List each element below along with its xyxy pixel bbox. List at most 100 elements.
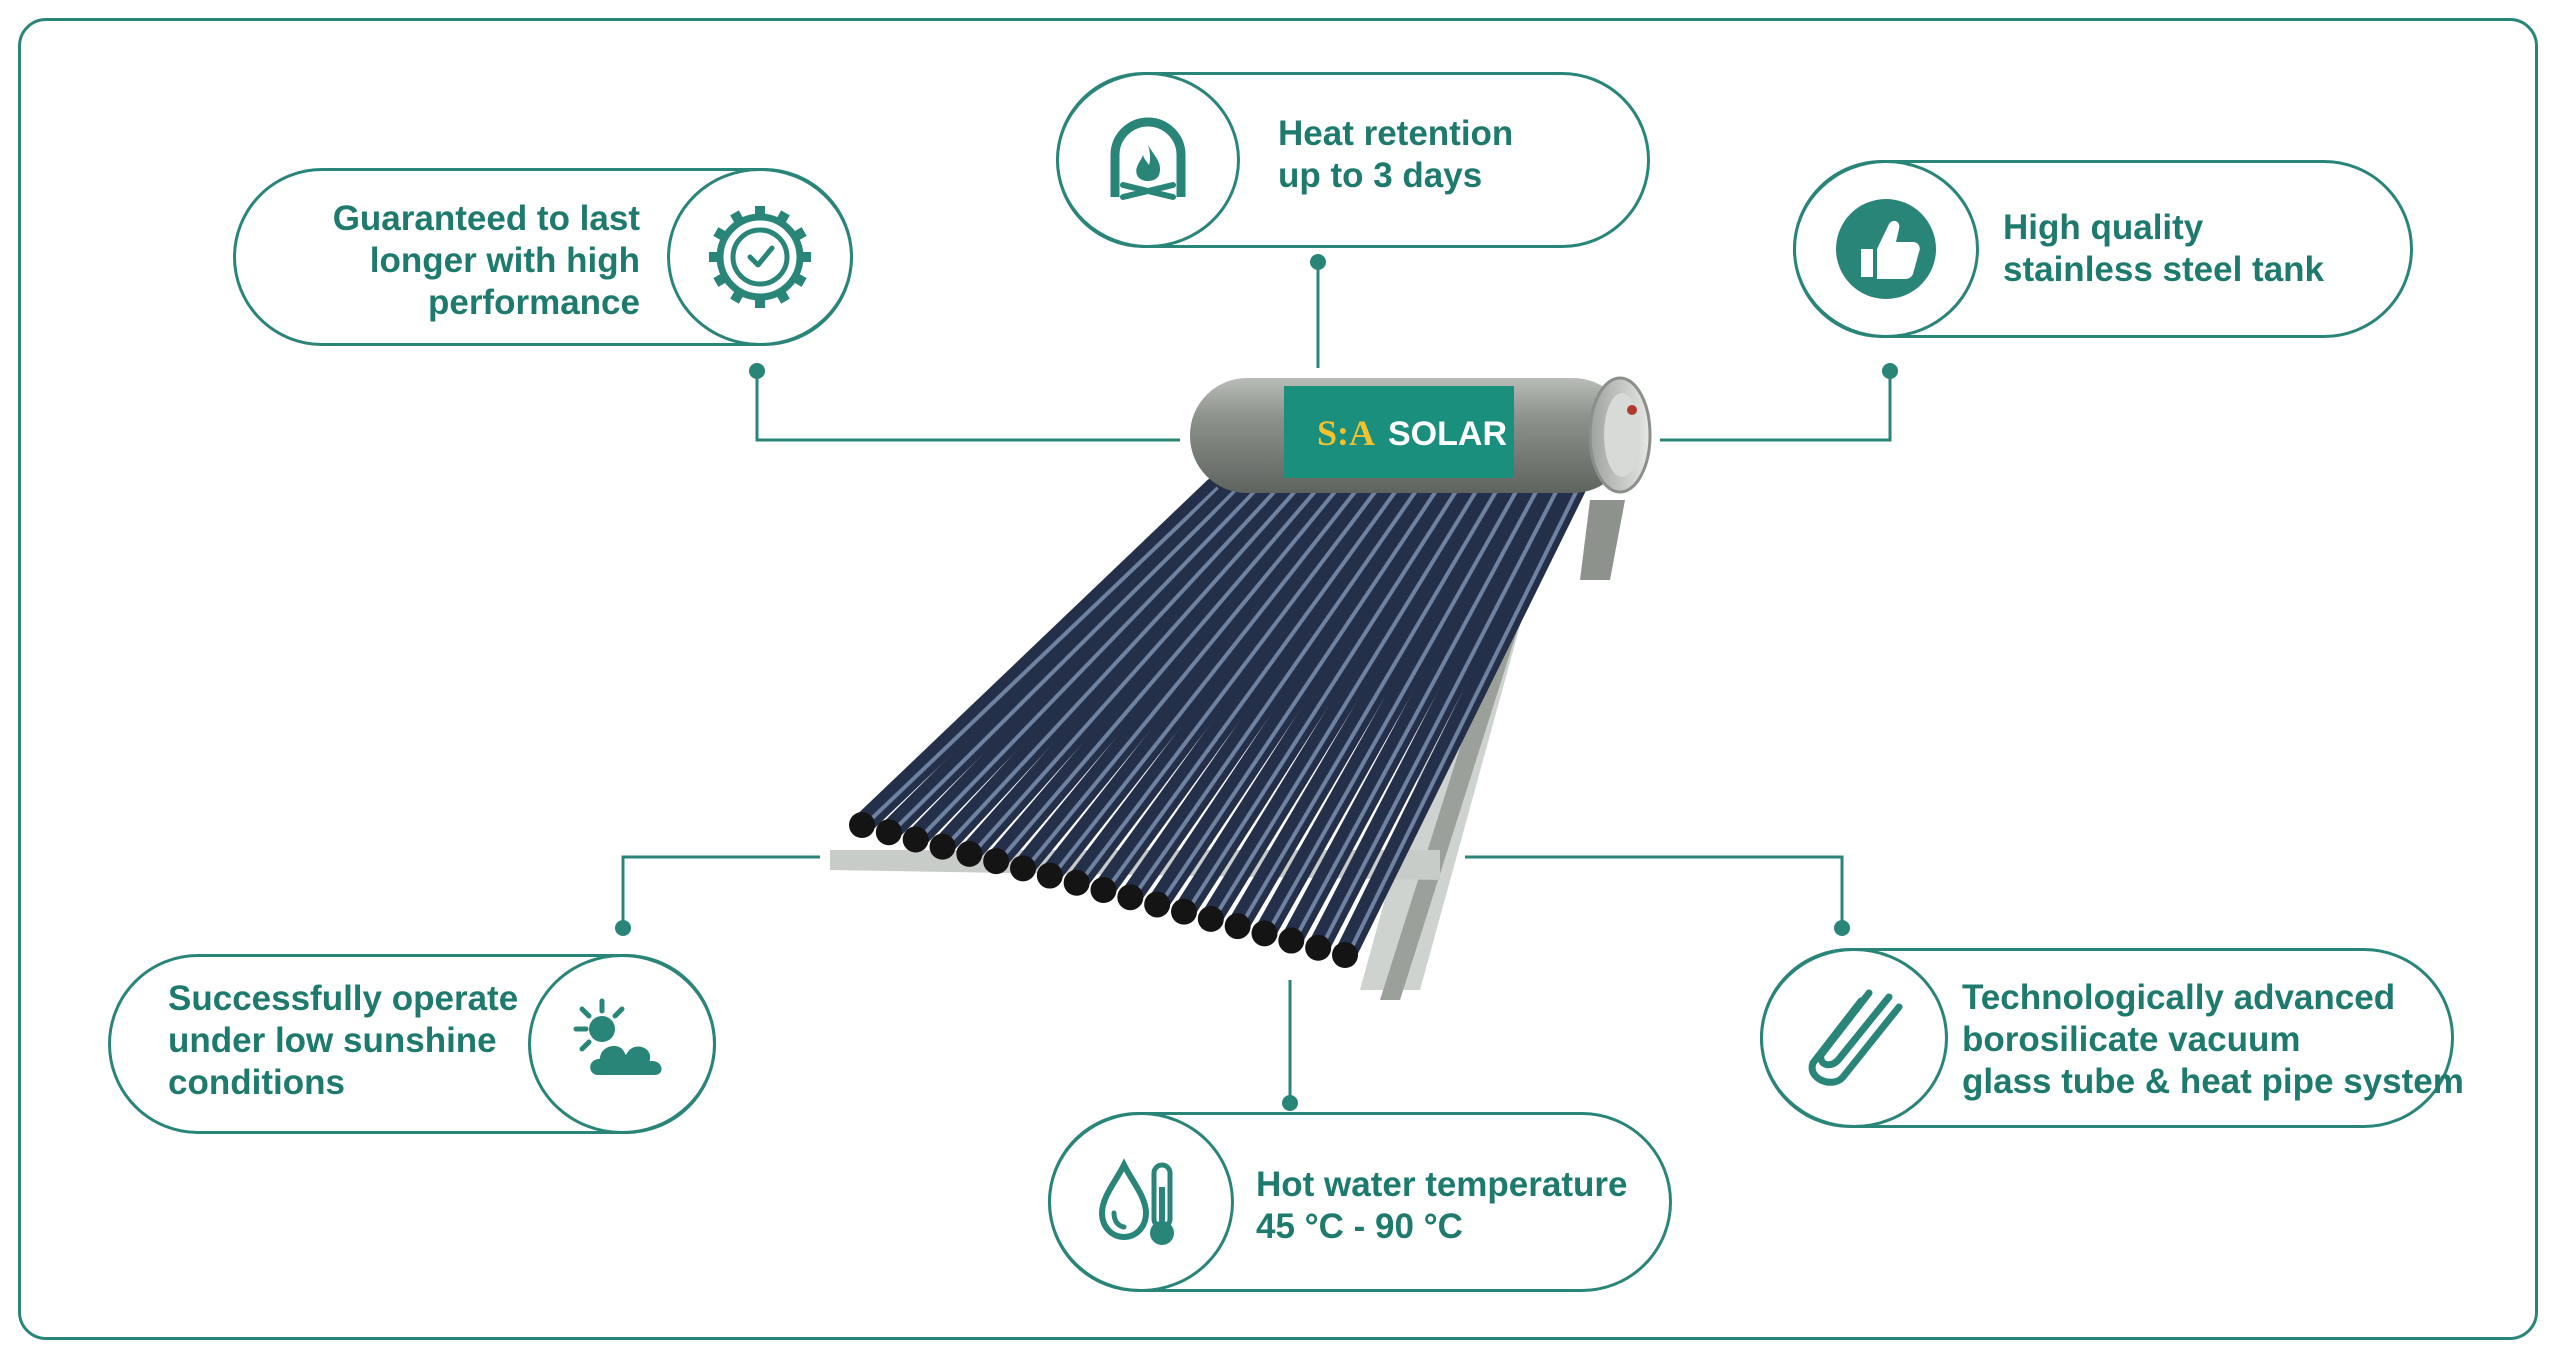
feature-tube-badge	[1760, 948, 1948, 1128]
gear-tooth	[791, 227, 807, 242]
vacuum-tube	[1092, 477, 1406, 901]
sun-cloud-icon	[573, 998, 666, 1079]
vacuum-tube-highlight	[1238, 486, 1500, 928]
feature-durability-text: Guaranteed to last longer with high perf…	[332, 199, 640, 322]
feature-temperature-badge	[1048, 1112, 1234, 1292]
vacuum-tube-highlight	[1131, 486, 1420, 899]
tube-end-cap	[1251, 920, 1278, 947]
solar-water-heater: S:A SOLAR	[830, 376, 1652, 1000]
gear-tooth	[730, 288, 745, 304]
vacuum-tube-highlight	[917, 486, 1260, 841]
gear-tooth	[799, 252, 811, 262]
flame-arch-icon	[1110, 117, 1186, 200]
vacuum-tube-highlight	[1185, 486, 1460, 913]
connector-tank	[1660, 371, 1892, 442]
vacuum-tube-highlight	[1292, 487, 1540, 942]
vacuum-tube-highlight	[1024, 486, 1340, 870]
vacuum-tube	[1253, 477, 1526, 945]
brand-panel	[1284, 386, 1514, 478]
tube-end-cap	[1063, 869, 1090, 896]
tube-end-cap	[849, 812, 875, 838]
vacuum-tube	[904, 477, 1266, 851]
feature-temperature-text: Hot water temperature 45 °C - 90 °C	[1256, 1165, 1628, 1246]
vacuum-tube	[931, 477, 1286, 858]
feature-durability-badge	[667, 168, 853, 346]
feature-low-sunshine-text: Successfully operate under low sunshine …	[168, 979, 519, 1102]
tube-end-cap	[1305, 934, 1332, 961]
vacuum-tube	[1038, 477, 1366, 887]
connector-dots	[615, 254, 1898, 1111]
vacuum-tube	[1199, 477, 1486, 930]
feature-tube-text: Technologically advanced borosilicate va…	[1962, 978, 2464, 1101]
tube-end-cap	[1332, 942, 1358, 968]
vacuum-tube	[1280, 477, 1546, 952]
gear-tooth	[791, 272, 807, 287]
vacuum-tube	[851, 477, 1226, 836]
gear-tooth	[755, 206, 765, 218]
vacuum-tube-highlight	[1319, 487, 1560, 949]
vacuum-tube	[1012, 477, 1346, 880]
connector-durability	[755, 371, 1180, 442]
outer-frame	[18, 18, 2538, 1340]
tube-end-cap	[902, 826, 929, 853]
connector-low-sunshine	[621, 855, 820, 928]
tube-end-cap	[1117, 884, 1144, 911]
feature-heat-retention-text: Heat retention up to 3 days	[1278, 114, 1514, 195]
thermometer-drop-icon	[1098, 1158, 1174, 1245]
vacuum-tube-highlight	[1158, 486, 1440, 906]
vacuum-tube-highlight	[890, 486, 1240, 834]
gear-tooth	[730, 210, 745, 226]
tube-end-cap	[1010, 855, 1036, 882]
vacuum-tube-highlight	[1212, 486, 1480, 920]
gear-tooth	[775, 210, 790, 226]
vacuum-tube-icon	[1808, 989, 1903, 1086]
vacuum-tube	[958, 477, 1306, 865]
vacuum-tube	[985, 477, 1326, 873]
vacuum-tube-highlight	[1265, 487, 1520, 935]
vacuum-tube	[1334, 477, 1586, 966]
gear-tooth	[775, 288, 790, 304]
vacuum-tube	[1173, 477, 1466, 923]
vacuum-tube	[1065, 477, 1386, 894]
vacuum-tubes	[849, 477, 1586, 968]
tube-end-cap	[1224, 913, 1251, 940]
tube-end-cap	[1036, 862, 1063, 889]
gear-tooth	[713, 272, 729, 287]
vacuum-tube	[1119, 477, 1426, 909]
vacuum-tube	[1307, 477, 1566, 959]
thumbs-up-icon	[1836, 199, 1936, 299]
tube-end-cap	[1197, 905, 1224, 932]
vacuum-tube	[1146, 477, 1446, 916]
vacuum-tube	[1226, 477, 1506, 938]
vacuum-tube-highlight	[863, 486, 1220, 827]
tube-end-cap	[875, 819, 902, 846]
vacuum-tube-highlight	[944, 486, 1280, 849]
vacuum-tube-highlight	[1104, 486, 1400, 892]
gear-tooth	[713, 227, 729, 242]
gear-clock-icon	[709, 206, 811, 308]
gear-tooth	[709, 252, 721, 262]
tube-end-cap	[1278, 927, 1305, 954]
connector-lines	[621, 262, 1892, 1103]
vacuum-tube-highlight	[997, 486, 1320, 863]
brand-name: SOLAR	[1388, 415, 1507, 453]
tube-end-cap	[983, 848, 1010, 875]
tube-end-cap	[1171, 898, 1197, 925]
tube-end-cap	[956, 840, 983, 867]
feature-tank-text: High quality stainless steel tank	[2003, 208, 2324, 289]
feature-low-sunshine-badge	[528, 954, 716, 1134]
brand-mark: S:A	[1317, 413, 1375, 453]
vacuum-tube	[877, 477, 1246, 844]
tube-end-cap	[1144, 891, 1171, 918]
tube-end-cap	[1090, 877, 1117, 903]
connector-tube	[1465, 855, 1844, 928]
vacuum-tube-highlight	[1078, 486, 1380, 884]
vacuum-tube-highlight	[970, 486, 1300, 856]
tube-end-cap	[929, 833, 956, 860]
vacuum-tube-highlight	[1051, 486, 1360, 877]
vacuum-tube-highlight	[1346, 487, 1580, 956]
feature-tank-badge	[1793, 160, 1979, 338]
feature-heat-retention-badge	[1056, 72, 1240, 248]
gear-tooth	[755, 296, 765, 308]
